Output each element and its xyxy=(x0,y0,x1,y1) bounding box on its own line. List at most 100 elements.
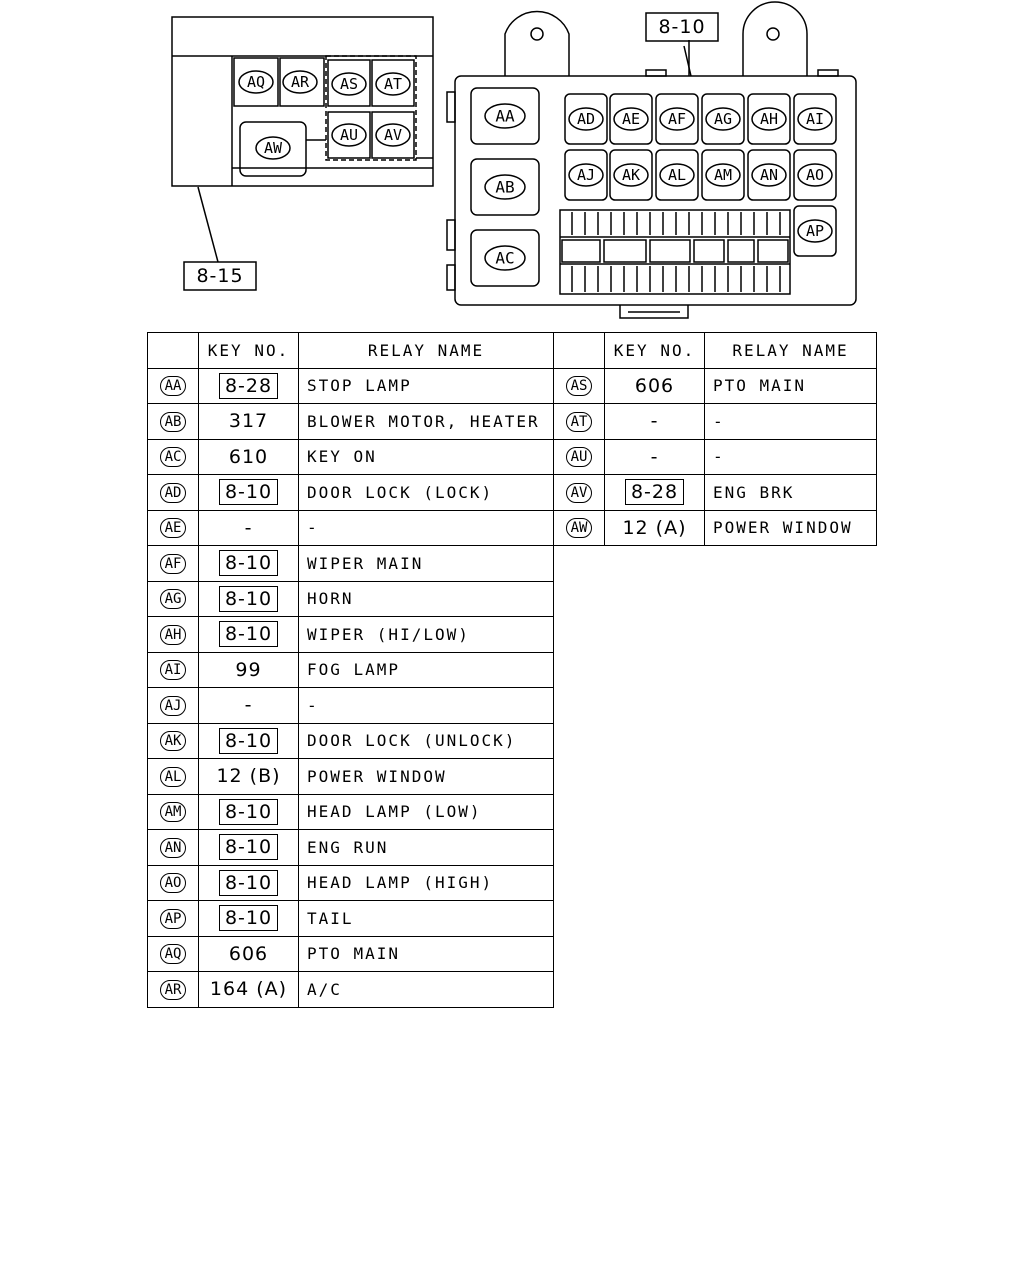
relay-name-cell: BLOWER MOTOR, HEATER xyxy=(298,403,554,440)
key-no-ref-box: 8-10 xyxy=(218,479,279,506)
relay-position-oval xyxy=(484,245,526,271)
relay-position-label: AO xyxy=(806,166,824,184)
key-no-cell: 8-10 xyxy=(198,474,299,511)
key-no-value: 317 xyxy=(228,410,269,433)
relay-id-label: AU xyxy=(565,447,593,468)
key-no-ref-box: 8-10 xyxy=(218,798,279,825)
key-no-cell: 12 (A) xyxy=(604,509,705,546)
left-relay-box-outline xyxy=(171,16,434,187)
key-no-value: 606 xyxy=(634,374,675,397)
relay-id-cell: AR xyxy=(147,971,199,1008)
table-row: AT-- xyxy=(553,403,877,440)
header-key-no: KEY NO. xyxy=(604,332,705,369)
relay-name-cell: WIPER (HI/LOW) xyxy=(298,616,554,653)
relay-position-label: AB xyxy=(495,178,514,197)
relay-name-cell: PTO MAIN xyxy=(298,935,554,972)
relay-position-label: AF xyxy=(668,110,686,128)
relay-position-label: AS xyxy=(340,75,358,93)
key-no-cell: - xyxy=(604,403,705,440)
relay-position-oval xyxy=(705,163,741,187)
relay-id-cell: AL xyxy=(147,758,199,795)
relay-id-label: AM xyxy=(159,802,187,823)
table-header-row: KEY NO. RELAY NAME xyxy=(553,332,877,369)
relay-id-cell: AS xyxy=(553,367,605,404)
key-no-value: 164 (A) xyxy=(209,978,288,1001)
relay-id-cell: AQ xyxy=(147,935,199,972)
relay-position-oval xyxy=(375,72,411,96)
relay-position-oval xyxy=(613,163,649,187)
relay-position-label: AP xyxy=(806,222,824,240)
relay-name-cell: HEAD LAMP (LOW) xyxy=(298,793,554,830)
relay-id-cell: AC xyxy=(147,438,199,475)
key-no-cell: 8-28 xyxy=(604,474,705,511)
relay-position-label: AC xyxy=(495,249,514,268)
table-row: AG 8-10 HORN xyxy=(147,580,554,617)
relay-position-label: AL xyxy=(668,166,686,184)
key-no-ref-box: 8-10 xyxy=(218,869,279,896)
relay-position-oval xyxy=(255,136,291,160)
relay-name-cell: - xyxy=(298,509,554,546)
key-no-cell: 164 (A) xyxy=(198,971,299,1008)
key-no-value: - xyxy=(650,410,659,433)
table-row: AM 8-10 HEAD LAMP (LOW) xyxy=(147,793,554,830)
relay-position-label: AM xyxy=(714,166,732,184)
key-no-ref-box: 8-10 xyxy=(218,550,279,577)
relay-position-label: AU xyxy=(340,126,358,144)
relay-position-oval xyxy=(797,219,833,243)
relay-id-cell: AK xyxy=(147,722,199,759)
relay-name-cell: WIPER MAIN xyxy=(298,545,554,582)
relay-id-cell: AE xyxy=(147,509,199,546)
key-no-cell: 8-10 xyxy=(198,793,299,830)
relay-position-oval xyxy=(797,107,833,131)
key-no-value: - xyxy=(650,445,659,468)
relay-name-cell: DOOR LOCK (UNLOCK) xyxy=(298,722,554,759)
key-no-ref-box: 8-28 xyxy=(624,479,685,506)
key-no-cell: - xyxy=(604,438,705,475)
key-no-value: - xyxy=(244,694,253,717)
key-no-ref-box: 8-28 xyxy=(218,372,279,399)
relay-name-cell: DOOR LOCK (LOCK) xyxy=(298,474,554,511)
relay-name-cell: HORN xyxy=(298,580,554,617)
key-no-ref-box: 8-10 xyxy=(218,585,279,612)
relay-position-oval xyxy=(705,107,741,131)
callout-8-10: 8-10 xyxy=(658,16,705,38)
relay-name-cell: - xyxy=(704,438,877,475)
relay-id-cell: AJ xyxy=(147,687,199,724)
relay-id-label: AI xyxy=(159,660,187,681)
relay-position-label: AK xyxy=(622,166,640,184)
key-no-cell: 317 xyxy=(198,403,299,440)
relay-position-label: AQ xyxy=(247,73,265,91)
table-row: AJ-- xyxy=(147,687,554,724)
relay-id-cell: AN xyxy=(147,829,199,866)
relay-id-cell: AU xyxy=(553,438,605,475)
relay-id-cell: AW xyxy=(553,509,605,546)
relay-name-cell: FOG LAMP xyxy=(298,651,554,688)
table-row: AE-- xyxy=(147,509,554,546)
relay-id-label: AK xyxy=(159,731,187,752)
relay-position-oval xyxy=(238,70,274,94)
relay-id-label: AG xyxy=(159,589,187,610)
relay-id-label: AC xyxy=(159,447,187,468)
key-no-cell: 12 (B) xyxy=(198,758,299,795)
relay-id-cell: AV xyxy=(553,474,605,511)
relay-id-label: AR xyxy=(159,979,187,1000)
callout-8-15: 8-15 xyxy=(196,265,243,287)
key-no-value: 12 (A) xyxy=(622,516,687,539)
relay-id-label: AV xyxy=(565,482,593,503)
key-no-ref-box: 8-10 xyxy=(218,727,279,754)
relay-id-cell: AM xyxy=(147,793,199,830)
relay-position-label: AI xyxy=(806,110,824,128)
